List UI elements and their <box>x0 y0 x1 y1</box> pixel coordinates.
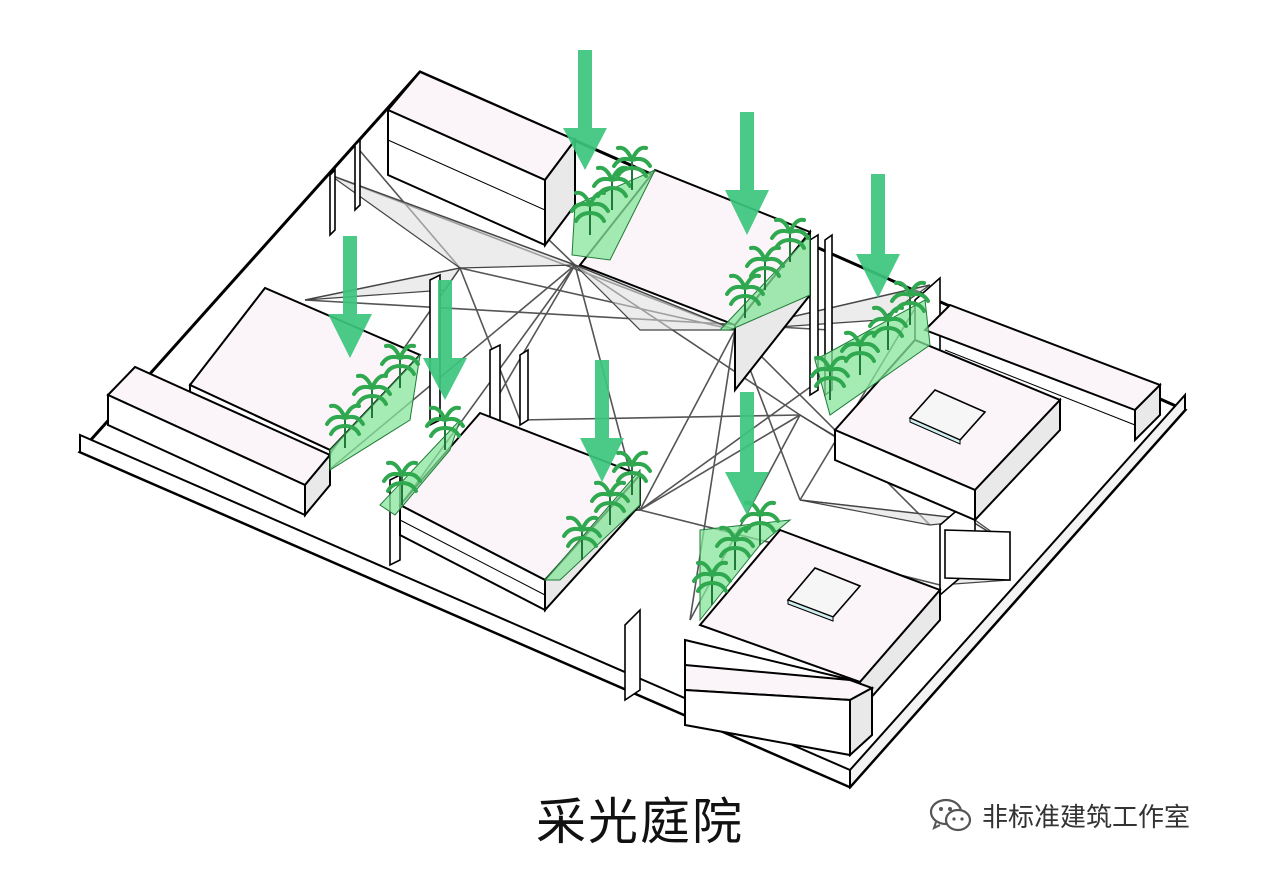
watermark-text: 非标准建筑工作室 <box>982 802 1191 833</box>
wechat-icon <box>929 798 972 832</box>
building-i <box>684 663 875 758</box>
arrow-icon <box>725 112 769 235</box>
building-f <box>833 338 1062 523</box>
arrow-icon <box>725 392 769 515</box>
arrow-icon <box>328 236 372 358</box>
arrow-icon <box>423 280 467 400</box>
arrow-icon <box>563 50 607 170</box>
building-a <box>386 70 577 248</box>
building-g <box>923 303 1162 443</box>
daylight-arrows <box>328 50 900 515</box>
building-d <box>106 365 332 518</box>
arrow-icon <box>580 360 624 482</box>
watermark: 非标准建筑工作室 <box>928 795 1190 835</box>
arrow-icon <box>856 174 900 298</box>
diagram-caption: 采光庭院 <box>536 793 744 851</box>
